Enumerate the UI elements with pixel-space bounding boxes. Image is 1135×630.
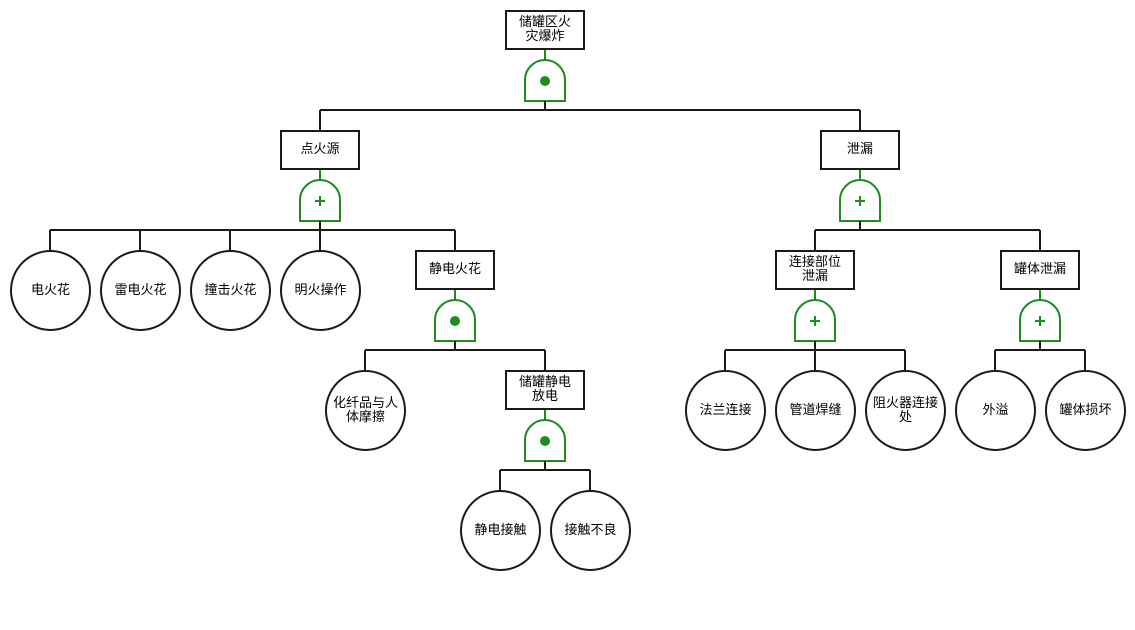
event-label: 储罐静电放电	[518, 375, 571, 404]
event-label: 化纤品与人体摩擦	[332, 395, 398, 425]
event-static-spark[interactable]: 静电火花	[415, 250, 495, 290]
event-label: 管道焊缝	[789, 402, 842, 418]
and-gate-dot-icon	[540, 436, 550, 446]
and-gate-dot-icon	[450, 316, 460, 326]
basic-event-pipe-weld[interactable]: 管道焊缝	[775, 370, 856, 451]
event-label: 接触不良	[564, 522, 617, 538]
event-label: 外溢	[982, 402, 1009, 418]
basic-event-overflow[interactable]: 外溢	[955, 370, 1036, 451]
basic-event-open-flame[interactable]: 明火操作	[280, 250, 361, 331]
basic-event-impact-spark[interactable]: 撞击火花	[190, 250, 271, 331]
basic-event-electric-spark[interactable]: 电火花	[10, 250, 91, 331]
event-label: 阻火器连接处	[872, 395, 938, 425]
event-tank-static-discharge[interactable]: 储罐静电放电	[505, 370, 585, 410]
event-label: 电火花	[30, 282, 70, 298]
basic-event-flange-joint[interactable]: 法兰连接	[685, 370, 766, 451]
event-label: 罐体损坏	[1059, 402, 1112, 418]
event-label: 储罐区火灾爆炸	[518, 15, 571, 44]
event-label: 雷电火花	[114, 282, 167, 298]
basic-event-arrester-joint[interactable]: 阻火器连接处	[865, 370, 946, 451]
basic-event-fiber-friction[interactable]: 化纤品与人体摩擦	[325, 370, 406, 451]
event-top-fire-explosion[interactable]: 储罐区火灾爆炸	[505, 10, 585, 50]
event-tank-body-leak[interactable]: 罐体泄漏	[1000, 250, 1080, 290]
event-label: 泄漏	[846, 142, 873, 157]
event-leak[interactable]: 泄漏	[820, 130, 900, 170]
and-gate-dot-icon	[540, 76, 550, 86]
basic-event-poor-contact[interactable]: 接触不良	[550, 490, 631, 571]
event-label: 法兰连接	[699, 402, 752, 418]
basic-event-lightning-spark[interactable]: 雷电火花	[100, 250, 181, 331]
basic-event-static-contact[interactable]: 静电接触	[460, 490, 541, 571]
event-label: 静电火花	[428, 262, 481, 277]
event-label: 静电接触	[474, 522, 527, 538]
event-ignition-source[interactable]: 点火源	[280, 130, 360, 170]
event-label: 撞击火花	[204, 282, 257, 298]
event-label: 明火操作	[294, 282, 347, 298]
event-label: 连接部位泄漏	[788, 255, 841, 284]
event-joint-leak[interactable]: 连接部位泄漏	[775, 250, 855, 290]
event-label: 点火源	[300, 142, 340, 157]
basic-event-tank-damage[interactable]: 罐体损坏	[1045, 370, 1126, 451]
event-label: 罐体泄漏	[1013, 262, 1066, 277]
